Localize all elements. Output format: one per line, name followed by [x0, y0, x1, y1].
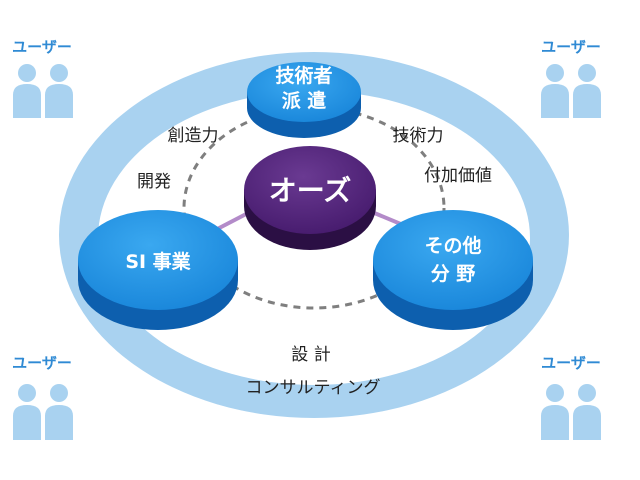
center-label: オーズ: [269, 174, 352, 207]
user-group-top-left: ユーザー: [12, 38, 73, 118]
users-icon: [541, 64, 601, 118]
node-top-line2: 派 遣: [282, 89, 327, 112]
user-label: ユーザー: [12, 38, 72, 56]
node-engineer-dispatch: 技術者 派 遣: [247, 62, 361, 138]
label-technical-power: 技術力: [393, 126, 444, 146]
node-si-business: SI 事業: [78, 210, 238, 330]
node-center-oz: オーズ: [244, 146, 376, 250]
node-top-line1: 技術者: [275, 64, 332, 87]
user-group-bottom-right: ユーザー: [541, 354, 601, 440]
user-label: ユーザー: [541, 354, 601, 372]
dashed-connector-circle: [182, 106, 446, 310]
node-other-fields: その他 分 野: [373, 210, 533, 330]
user-label: ユーザー: [541, 38, 601, 56]
users-icon: [13, 384, 73, 440]
user-group-top-right: ユーザー: [541, 38, 601, 118]
label-development: 開発: [137, 172, 171, 192]
node-right-line2: 分 野: [431, 263, 476, 285]
user-group-bottom-left: ユーザー: [12, 354, 73, 440]
node-right-line1: その他: [424, 234, 481, 257]
label-consulting: コンサルティング: [246, 378, 381, 398]
label-creativity: 創造力: [168, 126, 219, 146]
node-left-label: SI 事業: [125, 250, 191, 273]
user-label: ユーザー: [12, 354, 72, 372]
users-icon: [541, 384, 601, 440]
users-icon: [13, 64, 73, 118]
label-added-value: 付加価値: [424, 166, 492, 186]
label-design: 設 計: [291, 345, 330, 365]
